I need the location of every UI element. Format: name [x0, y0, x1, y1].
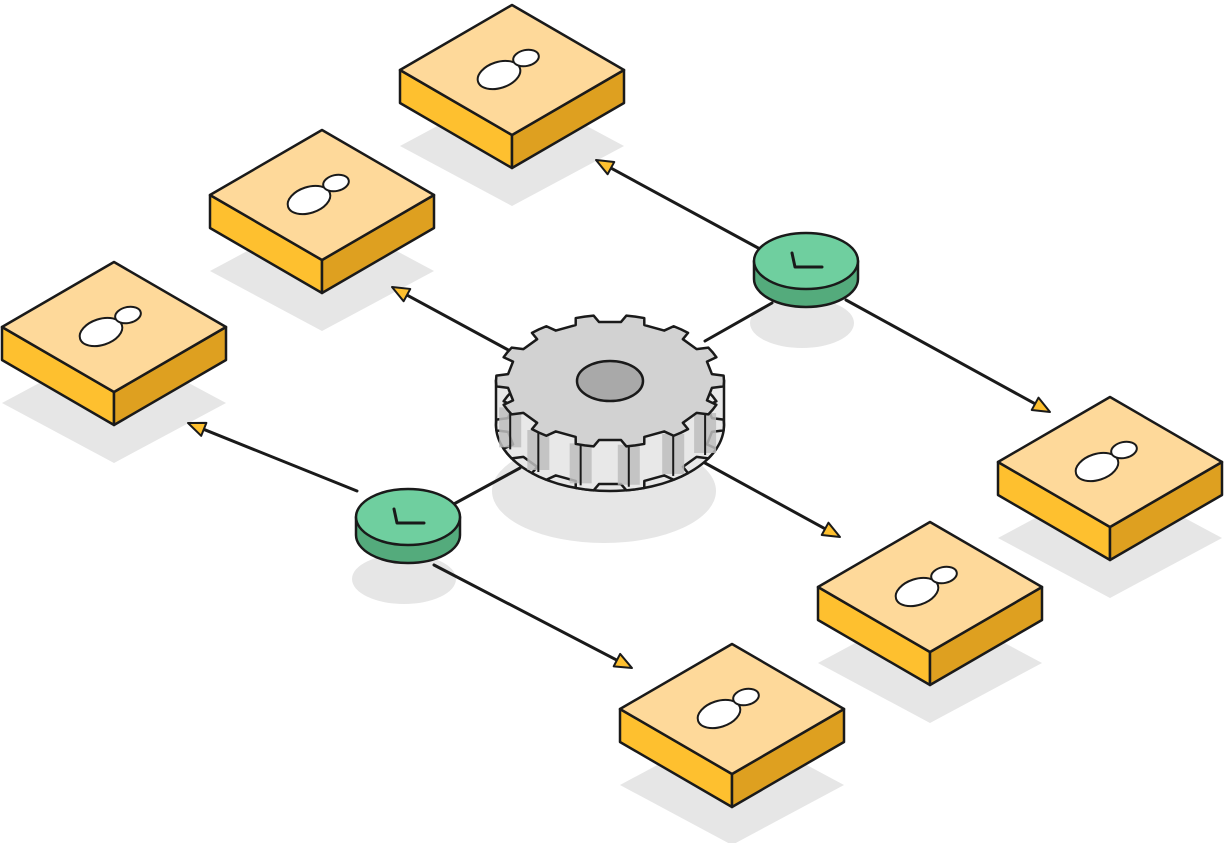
timer-top: [354, 487, 462, 547]
arrow-head: [595, 159, 616, 176]
connection-line: [603, 163, 762, 251]
connection-line: [399, 290, 514, 354]
timer-bottom-left[interactable]: [354, 487, 462, 565]
user-icon: [894, 565, 958, 608]
clock-icon: [790, 251, 824, 269]
user-icon-body: [1074, 451, 1120, 483]
user-icon-head: [1110, 440, 1138, 460]
arrow-head: [612, 652, 633, 669]
timer-top: [752, 231, 860, 291]
timer-top-right[interactable]: [752, 231, 860, 309]
gear-icon[interactable]: [494, 314, 726, 493]
user-icon-head: [732, 687, 760, 707]
user-icon-head: [512, 48, 540, 68]
user-icon: [696, 687, 760, 730]
user-node-1[interactable]: [398, 3, 626, 170]
user-icon-body: [78, 316, 124, 348]
connection-line: [195, 425, 359, 493]
user-icon: [1074, 440, 1138, 483]
user-icon-body: [286, 184, 332, 216]
user-icon: [286, 173, 350, 216]
timer-shadow: [750, 298, 854, 348]
connection-line: [703, 461, 833, 534]
arrow-head: [820, 521, 841, 538]
user-node-6[interactable]: [618, 642, 846, 809]
user-icon-head: [114, 305, 142, 325]
gear-hub-center: [575, 359, 645, 403]
user-icon-body: [476, 59, 522, 91]
arrow-head: [391, 286, 412, 303]
connection-line: [844, 298, 1043, 409]
timer-shadow: [352, 554, 456, 604]
user-icon-body: [894, 576, 940, 608]
user-node-3[interactable]: [0, 260, 228, 427]
user-icon-head: [930, 565, 958, 585]
user-node-5[interactable]: [816, 520, 1044, 687]
connection-line: [703, 301, 774, 343]
arrow-head: [1030, 396, 1051, 413]
user-icon: [78, 305, 142, 348]
connections-layer: [187, 159, 1051, 669]
user-node-4[interactable]: [996, 395, 1224, 562]
nodes-layer: [0, 3, 1224, 809]
clock-icon: [392, 507, 426, 525]
user-node-2[interactable]: [208, 128, 436, 295]
user-icon-body: [696, 698, 742, 730]
arrow-head: [187, 421, 208, 437]
connection-line: [432, 563, 625, 665]
connection-line: [450, 466, 522, 507]
user-icon: [476, 48, 540, 91]
user-icon-head: [322, 173, 350, 193]
